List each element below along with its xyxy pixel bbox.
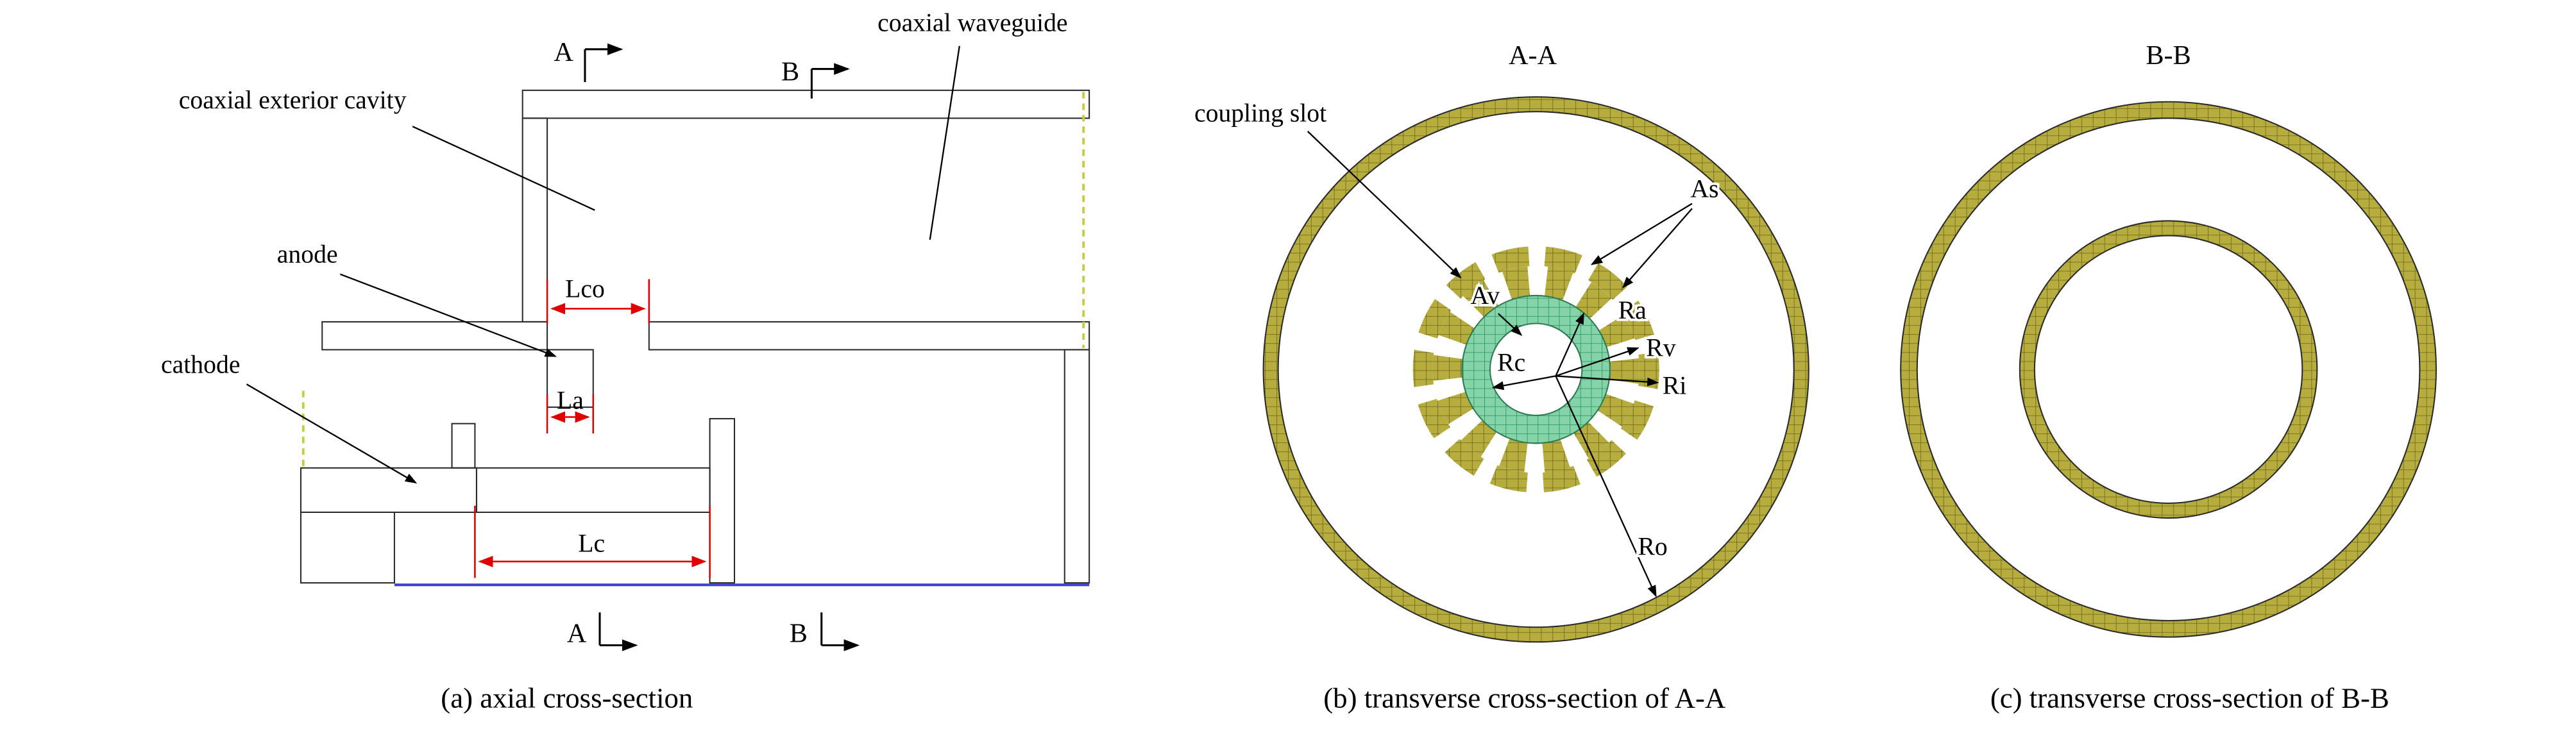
dim-lc-label: Lc bbox=[578, 529, 605, 557]
bb-inner-ring-inner-edge bbox=[2033, 235, 2303, 504]
label-as: As bbox=[1690, 174, 1718, 203]
section-marker-a-top: A bbox=[554, 37, 623, 83]
interaction-space-ring-mesh bbox=[1462, 295, 1610, 444]
outer-cavity-ring-outer-edge bbox=[1262, 96, 1809, 643]
cathode-emitter-region bbox=[475, 467, 711, 513]
label-coaxial-exterior-cavity: coaxial exterior cavity bbox=[179, 86, 407, 114]
panel-b: A-A coupling slot As Av Ra Rv Ri Rc Ro (… bbox=[1194, 40, 1809, 714]
interaction-ring-inner-edge bbox=[1489, 323, 1583, 416]
leader-av bbox=[1497, 313, 1523, 336]
dim-la: La bbox=[546, 387, 595, 434]
label-cathode: cathode bbox=[161, 350, 240, 378]
bb-outer-ring-mesh bbox=[1901, 101, 2437, 637]
bb-inner-ring-outer-edge bbox=[2019, 220, 2318, 519]
title-panel-c: B-B bbox=[2146, 40, 2190, 71]
interaction-ring-outer-edge bbox=[1461, 294, 1611, 444]
leader-as-2 bbox=[1622, 208, 1693, 289]
label-coupling-slot: coupling slot bbox=[1194, 99, 1326, 128]
label-ri: Ri bbox=[1663, 372, 1687, 400]
waveguide-inner-wall bbox=[648, 321, 1090, 351]
section-letter-a-top: A bbox=[554, 37, 573, 67]
section-letter-b-bottom: B bbox=[790, 618, 808, 648]
label-ra: Ra bbox=[1618, 296, 1647, 324]
radius-arrow-ro bbox=[1555, 375, 1657, 598]
leader-as-1 bbox=[1590, 203, 1693, 265]
dim-lc: Lc bbox=[474, 505, 711, 578]
label-av: Av bbox=[1471, 281, 1500, 310]
dim-lco: Lco bbox=[546, 275, 650, 324]
outer-cavity-ring-mesh bbox=[1263, 97, 1809, 642]
leader-coupling-slot bbox=[1307, 131, 1462, 279]
radius-arrow-ra bbox=[1555, 312, 1584, 376]
anode-vane-block bbox=[547, 349, 594, 408]
bb-outer-ring-outer-edge bbox=[1900, 101, 2437, 638]
radius-arrow-rv bbox=[1555, 347, 1640, 377]
dim-lco-label: Lco bbox=[565, 275, 605, 303]
bb-outer-ring-inner-edge bbox=[1916, 117, 2421, 622]
label-rv: Rv bbox=[1646, 334, 1675, 362]
waveguide-top-wall bbox=[521, 89, 1090, 119]
bb-inner-ring-mesh bbox=[2019, 221, 2318, 518]
anode-vane-ring bbox=[1432, 265, 1640, 473]
cathode-end-stub bbox=[451, 423, 476, 469]
coupling-slot-ring bbox=[1412, 246, 1659, 493]
output-green-column bbox=[1063, 349, 1090, 584]
section-marker-b-bottom: B bbox=[790, 612, 860, 651]
caption-panel-c: (c) transverse cross-section of B-B bbox=[1990, 682, 2389, 714]
cathode-stem-block bbox=[300, 511, 395, 584]
section-letter-b-top: B bbox=[781, 56, 799, 87]
section-marker-b-top: B bbox=[781, 56, 850, 99]
dim-la-label: La bbox=[557, 387, 584, 415]
title-panel-b: A-A bbox=[1509, 40, 1557, 71]
label-anode: anode bbox=[277, 240, 338, 269]
radius-arrow-rc bbox=[1491, 375, 1556, 390]
anode-shell-left-bar bbox=[321, 321, 548, 351]
outer-cavity-ring-inner-edge bbox=[1277, 111, 1795, 628]
leader-coaxial-waveguide bbox=[929, 46, 960, 240]
caption-panel-a: (a) axial cross-section bbox=[441, 682, 693, 714]
caption-panel-b: (b) transverse cross-section of A-A bbox=[1323, 682, 1726, 714]
panel-c: B-B (c) transverse cross-section of B-B bbox=[1900, 40, 2437, 714]
leader-anode bbox=[340, 273, 557, 357]
right-end-wall bbox=[709, 417, 736, 584]
cavity-left-wall bbox=[521, 117, 548, 323]
label-coaxial-waveguide: coaxial waveguide bbox=[877, 9, 1067, 37]
label-ro: Ro bbox=[1638, 533, 1667, 561]
leader-coaxial-exterior-cavity bbox=[412, 126, 595, 211]
cathode-block bbox=[300, 467, 477, 513]
label-rc: Rc bbox=[1497, 349, 1525, 377]
panel-a: Lco La Lc coaxial waveguide coaxial exte… bbox=[161, 9, 1090, 714]
leader-cathode bbox=[246, 383, 418, 484]
section-letter-a-bottom: A bbox=[567, 618, 587, 648]
radius-arrow-ri bbox=[1555, 375, 1659, 387]
section-marker-a-bottom: A bbox=[567, 612, 638, 651]
